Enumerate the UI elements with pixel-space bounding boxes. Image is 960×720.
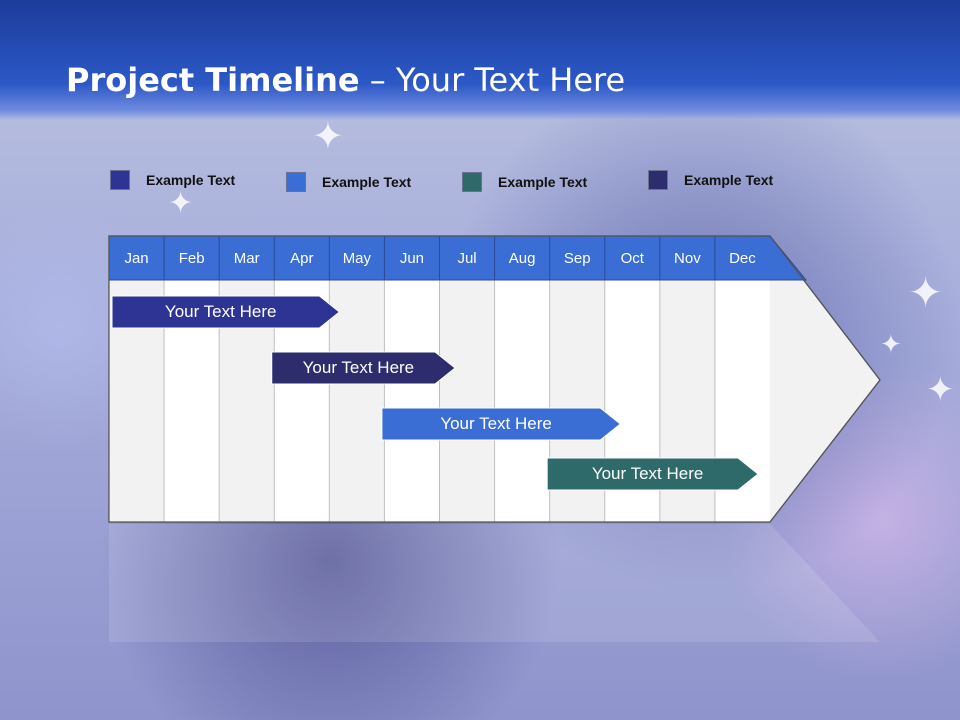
legend-swatch xyxy=(110,170,130,190)
slide-title-bold: Project Timeline xyxy=(66,61,360,99)
task-label[interactable]: Your Text Here xyxy=(591,464,704,483)
month-column xyxy=(439,280,495,522)
task-label[interactable]: Your Text Here xyxy=(440,414,552,433)
task-bar xyxy=(271,351,456,385)
month-label-dec: Dec xyxy=(729,250,756,267)
legend-swatch xyxy=(648,170,668,190)
title-bar xyxy=(0,0,960,120)
slide-title[interactable]: Project Timeline – Your Text Here xyxy=(66,58,625,102)
month-label-jan: Jan xyxy=(124,250,149,267)
month-label-jun: Jun xyxy=(399,250,425,267)
legend-swatch xyxy=(462,172,482,192)
month-column xyxy=(384,280,440,522)
month-label-jul: Jul xyxy=(457,250,477,267)
legend-label: Example Text xyxy=(146,172,236,188)
task-label[interactable]: Your Text Here xyxy=(302,358,415,377)
legend-label: Example Text xyxy=(684,172,774,188)
legend-swatch xyxy=(286,172,306,192)
month-column xyxy=(494,280,550,522)
sparkle-icon: ✦ xyxy=(908,268,944,317)
sparkle-icon: ✦ xyxy=(168,186,194,221)
slide-title-rest: – Your Text Here xyxy=(359,61,626,99)
month-column xyxy=(329,280,385,522)
month-label-sep: Sep xyxy=(563,250,591,267)
month-label-feb: Feb xyxy=(178,250,205,267)
legend-label: Example Text xyxy=(322,174,412,190)
task-bar xyxy=(111,295,341,329)
sparkle-icon: ✦ xyxy=(926,370,955,410)
task-bar xyxy=(546,457,759,491)
task-bar xyxy=(381,407,622,441)
legend-label: Example Text xyxy=(498,174,588,190)
month-label-apr: Apr xyxy=(290,250,314,267)
month-label-oct: Oct xyxy=(620,250,644,267)
sparkle-icon: ✦ xyxy=(312,114,344,158)
month-label-may: May xyxy=(342,250,372,267)
timeline-reflection xyxy=(109,524,880,642)
month-label-aug: Aug xyxy=(508,250,536,267)
sparkle-icon: ✦ xyxy=(880,330,902,360)
timeline-arrow-outline xyxy=(108,235,881,523)
task-label[interactable]: Your Text Here xyxy=(164,302,277,321)
month-label-nov: Nov xyxy=(674,250,701,267)
month-label-mar: Mar xyxy=(233,250,260,267)
